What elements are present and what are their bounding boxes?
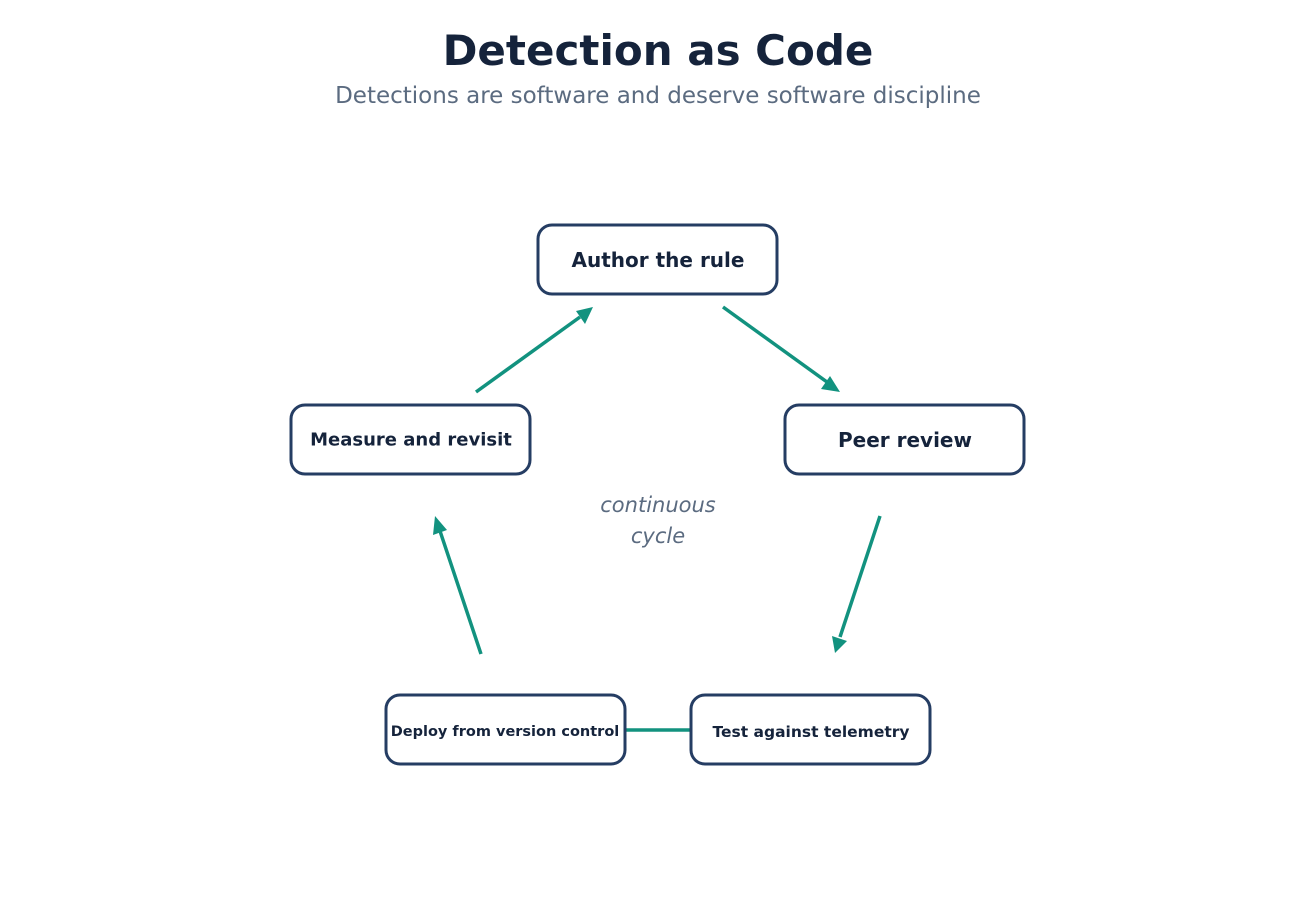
node-label: Peer review <box>838 428 972 452</box>
page-title: Detection as Code <box>442 26 874 75</box>
node-deploy-from-version-control: Deploy from version control <box>384 693 627 766</box>
edge-measure-to-author <box>474 307 593 394</box>
node-author-the-rule: Author the rule <box>536 223 779 296</box>
edge-author-to-review <box>721 305 840 392</box>
center-label-line2: cycle <box>631 524 685 548</box>
center-label-line1: continuous <box>600 493 716 517</box>
node-measure-and-revisit: Measure and revisit <box>289 403 532 476</box>
node-label: Deploy from version control <box>391 724 620 740</box>
node-label: Test against telemetry <box>712 723 909 741</box>
node-label: Author the rule <box>572 248 745 272</box>
node-peer-review: Peer review <box>783 403 1026 476</box>
node-label: Measure and revisit <box>310 430 512 451</box>
edge-review-to-test <box>832 515 882 653</box>
page-subtitle: Detections are software and deserve soft… <box>335 83 981 109</box>
node-test-against-telemetry: Test against telemetry <box>689 693 932 766</box>
edge-deploy-to-measure <box>433 516 483 655</box>
